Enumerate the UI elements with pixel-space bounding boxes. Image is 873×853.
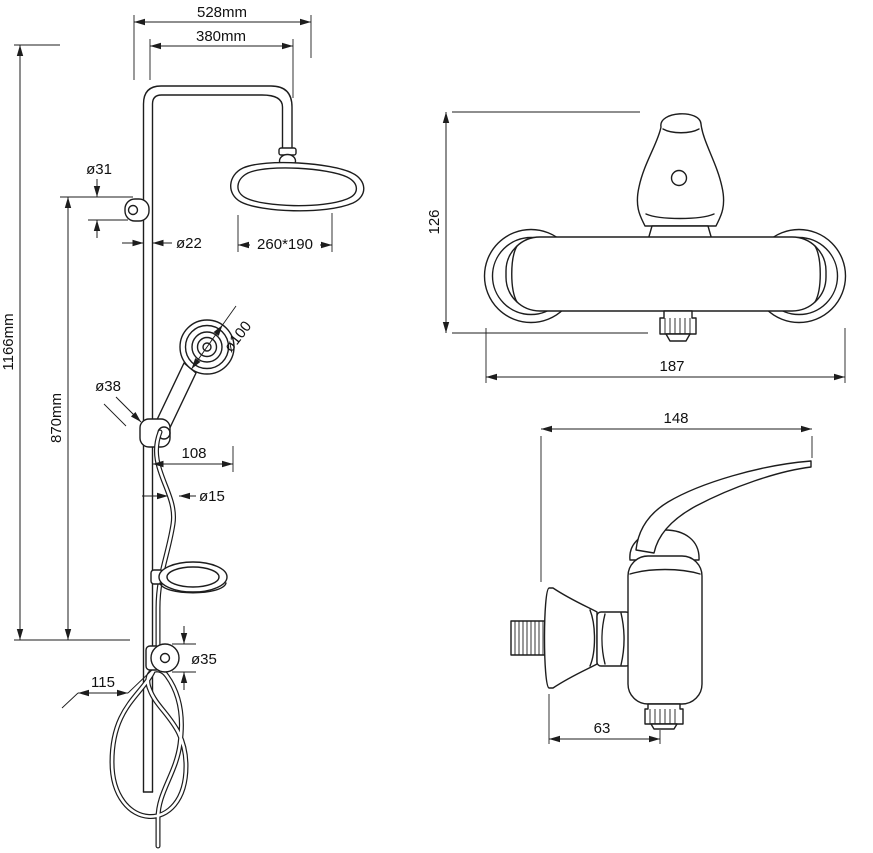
outlet-front bbox=[659, 310, 697, 342]
dim-head-size: 260*190 bbox=[237, 213, 333, 253]
shower-column-view: 528mm 380mm 1166mm 870mm ø31 bbox=[0, 4, 365, 849]
mixer-body-front bbox=[505, 236, 827, 312]
dim-label-slider-dia: ø38 bbox=[95, 378, 121, 395]
dim-label-rail-height: 870mm bbox=[48, 393, 65, 443]
dim-mixer-depth: 148 bbox=[540, 410, 813, 582]
dim-mixer-width: 187 bbox=[485, 328, 846, 383]
dim-label-bottom-bracket-dia: ø35 bbox=[191, 651, 217, 668]
dim-label-bracket-offset: 115 bbox=[91, 674, 115, 691]
dim-rail-height: 870mm bbox=[48, 196, 133, 640]
dim-label-pipe-dia: ø22 bbox=[176, 235, 202, 252]
overhead-shower-head bbox=[230, 161, 365, 212]
dim-outlet-offset: 63 bbox=[548, 694, 661, 744]
wall-flange bbox=[543, 587, 598, 689]
mixer-body-side bbox=[627, 555, 703, 705]
hand-shower bbox=[153, 319, 235, 437]
shower-pipe bbox=[142, 85, 293, 793]
dim-total-height: 1166mm bbox=[0, 44, 130, 641]
wall-nipple-threads bbox=[510, 620, 549, 656]
outlet-side bbox=[644, 703, 684, 730]
dim-total-width: 528mm bbox=[133, 4, 312, 80]
dim-label-mixer-depth: 148 bbox=[663, 410, 688, 427]
dim-arm-length: 380mm bbox=[149, 28, 294, 98]
dim-label-mixer-width: 187 bbox=[659, 358, 684, 375]
dim-hose-dia: ø15 bbox=[142, 488, 225, 505]
dim-label-arm-length: 380mm bbox=[196, 28, 246, 45]
dim-label-outlet-offset: 63 bbox=[594, 720, 611, 737]
mixer-front-view: 126 187 bbox=[426, 111, 847, 383]
dim-label-holder-offset: 108 bbox=[181, 445, 206, 462]
bottom-wall-bracket bbox=[145, 643, 180, 673]
dim-bracket-offset: 115 bbox=[61, 669, 153, 709]
soap-dish bbox=[150, 561, 228, 594]
dim-top-bracket-dia: ø31 bbox=[86, 161, 128, 238]
mixer-handle-front bbox=[636, 113, 725, 241]
dim-label-top-bracket-dia: ø31 bbox=[86, 161, 112, 178]
top-wall-bracket bbox=[124, 198, 150, 222]
dim-slider-dia: ø38 bbox=[95, 378, 142, 427]
shower-hose bbox=[109, 429, 189, 849]
mixer-side-view: 148 63 bbox=[510, 410, 813, 744]
dim-holder-offset: 108 bbox=[152, 445, 234, 472]
dim-label-head-size: 260*190 bbox=[257, 236, 313, 253]
union-nut bbox=[596, 611, 631, 667]
dim-mixer-height: 126 bbox=[426, 111, 648, 334]
dim-pipe-dia: ø22 bbox=[122, 235, 202, 252]
mixer-handle-side bbox=[635, 460, 812, 554]
dim-label-total-width: 528mm bbox=[197, 4, 247, 21]
dim-bottom-bracket-dia: ø35 bbox=[172, 626, 217, 690]
dim-label-mixer-height: 126 bbox=[426, 209, 443, 234]
dim-label-total-height: 1166mm bbox=[0, 313, 17, 370]
dim-label-hose-dia: ø15 bbox=[199, 488, 225, 505]
